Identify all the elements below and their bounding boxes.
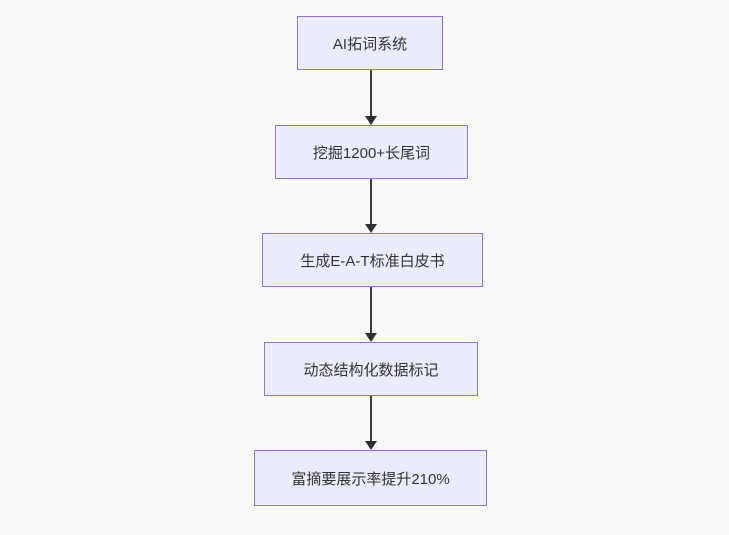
- flow-node-structured-data-markup: 动态结构化数据标记: [264, 342, 478, 396]
- flow-arrow-2: [365, 179, 377, 233]
- flow-node-rich-snippet-uplift: 富摘要展示率提升210%: [254, 450, 487, 506]
- arrow-line: [370, 396, 372, 442]
- flow-node-label: 动态结构化数据标记: [303, 361, 439, 379]
- flow-node-ai-word-expansion: AI拓词系统: [297, 16, 443, 70]
- arrowhead-down-icon: [365, 224, 377, 233]
- flow-node-label: 挖掘1200+长尾词: [312, 144, 431, 162]
- flow-arrow-3: [365, 287, 377, 342]
- flow-node-label: 富摘要展示率提升210%: [291, 470, 450, 488]
- flow-arrow-1: [365, 70, 377, 125]
- flow-arrow-4: [365, 396, 377, 450]
- flow-node-label: AI拓词系统: [332, 35, 408, 53]
- flow-node-longtail-mining: 挖掘1200+长尾词: [275, 125, 468, 179]
- arrowhead-down-icon: [365, 441, 377, 450]
- arrow-line: [370, 179, 372, 225]
- arrow-line: [370, 287, 372, 334]
- arrow-line: [370, 70, 372, 117]
- flow-node-label: 生成E-A-T标准白皮书: [300, 252, 445, 270]
- arrowhead-down-icon: [365, 116, 377, 125]
- flow-node-eat-whitepaper: 生成E-A-T标准白皮书: [262, 233, 483, 287]
- arrowhead-down-icon: [365, 333, 377, 342]
